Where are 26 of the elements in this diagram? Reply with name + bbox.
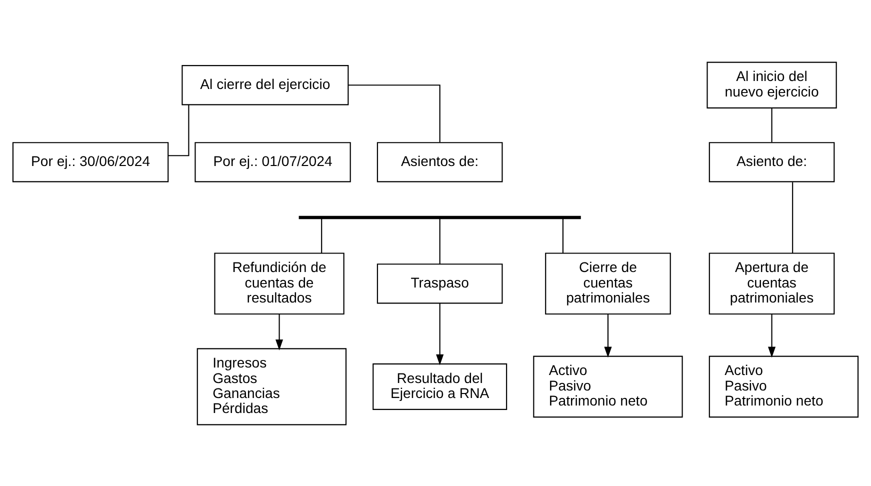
node-box: Resultado del Ejercicio a RNA <box>372 362 508 410</box>
connector <box>439 218 440 264</box>
connector <box>562 218 564 252</box>
node-box: Cierre de cuentas patrimoniales <box>545 252 671 314</box>
node-box: Asientos de: <box>376 142 503 182</box>
arrow <box>275 314 284 350</box>
connector <box>348 84 440 142</box>
node-box: Apertura de cuentas patrimoniales <box>708 252 835 314</box>
node-box: Al cierre del ejercicio <box>182 64 349 105</box>
node-bar <box>298 215 581 219</box>
arrow <box>604 314 612 358</box>
node-box: Activo Pasivo Patrimonio neto <box>533 355 683 418</box>
arrow <box>768 314 776 358</box>
connector <box>792 182 794 253</box>
connector <box>321 218 322 252</box>
node-box: Por ej.: 01/07/2024 <box>194 142 351 182</box>
node-box: Al inicio del nuevo ejercicio <box>706 61 837 108</box>
connector <box>168 104 190 156</box>
node-box: Por ej.: 30/06/2024 <box>12 142 169 182</box>
arrow <box>436 303 444 365</box>
connector <box>771 108 772 142</box>
node-box: Refundición de cuentas de resultados <box>214 252 344 314</box>
node-box: Ingresos Gastos Ganancias Pérdidas <box>196 348 347 425</box>
node-box: Asiento de: <box>708 142 835 182</box>
node-box: Activo Pasivo Patrimonio neto <box>708 355 859 418</box>
node-box: Traspaso <box>376 263 503 304</box>
